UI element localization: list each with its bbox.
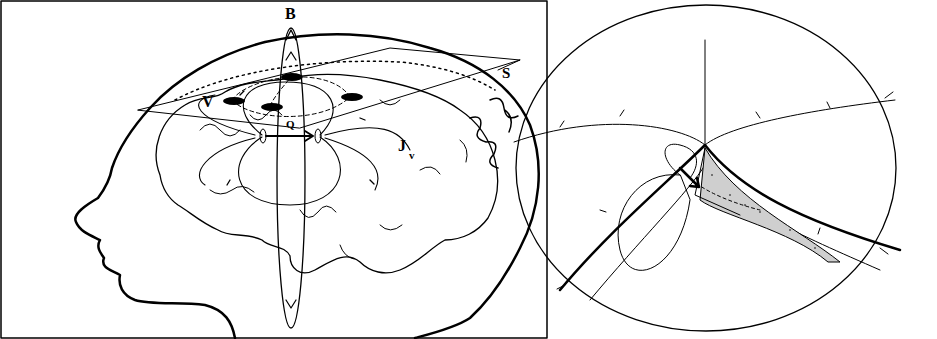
scalp-dots [175, 61, 495, 100]
dipole-arrow [266, 131, 313, 141]
field-arrow [286, 52, 296, 308]
field-arrow [286, 30, 296, 40]
cortex-patch [700, 148, 840, 262]
cerebellum-folds [470, 98, 518, 168]
tick-marks [557, 92, 893, 289]
dipole-end [315, 129, 321, 143]
field-label: B [285, 6, 296, 22]
dipole-field [692, 180, 760, 210]
dipole-field [618, 175, 690, 271]
plane-label: S [502, 66, 510, 81]
plane-s [138, 48, 520, 128]
volume-current-loops [199, 82, 410, 205]
electrodes [223, 73, 363, 111]
head-sphere [516, 5, 896, 331]
dipole-field [665, 144, 697, 178]
cortex-edge [695, 148, 740, 215]
dipole-label: Q [286, 119, 295, 130]
radial-axis [705, 40, 706, 145]
current-arrowheads [227, 91, 374, 185]
cortex-dots [711, 174, 816, 249]
dipole-arrow [680, 168, 699, 187]
current-subscript: v [409, 150, 415, 161]
brain-outline [156, 74, 497, 272]
sulcus-surface [560, 145, 900, 290]
panel-frame [1, 1, 547, 338]
potential-lines [232, 77, 350, 117]
magnetic-field-loop [277, 28, 305, 328]
potential-label: V [202, 94, 214, 110]
head-outline [75, 34, 538, 338]
current-label: J [398, 138, 406, 154]
